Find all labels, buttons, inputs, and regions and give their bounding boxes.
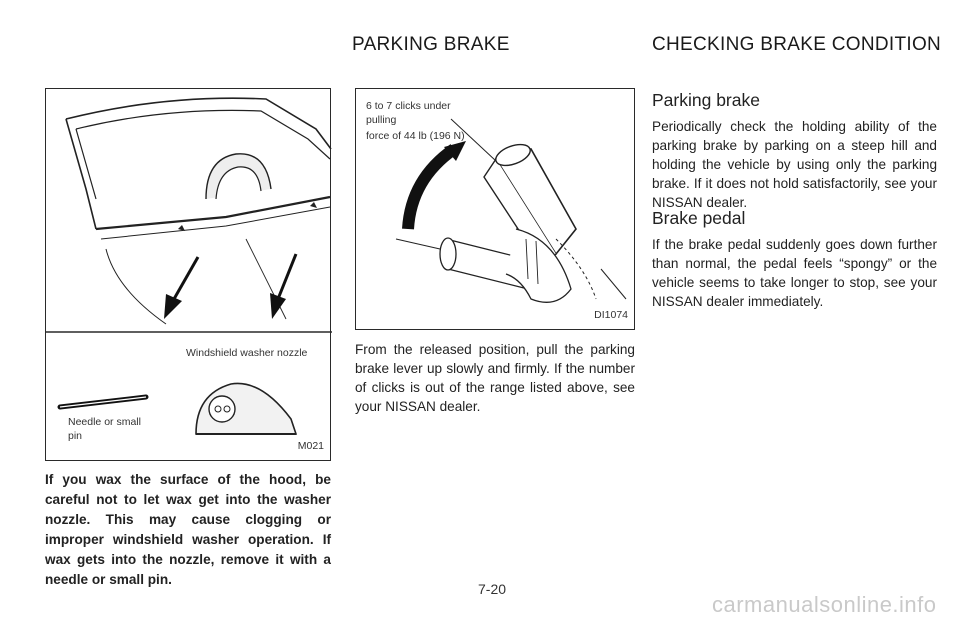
parking-brake-subheading: Parking brake (652, 90, 760, 110)
figure-code-di1074: DI1074 (594, 309, 628, 321)
parking-brake-check-text: Periodically check the holding ability o… (652, 119, 937, 210)
brake-pedal-subheading: Brake pedal (652, 208, 746, 228)
section-header-checking-brake: CHECKING BRAKE CONDITION (652, 34, 942, 55)
brake-lever-illustration (395, 118, 627, 303)
watermark-text: carmanualsonline.info (712, 592, 937, 617)
clicks-label: 6 to 7 clicks under pulling (366, 100, 451, 126)
parking-brake-instructions: From the released position, pull the par… (355, 342, 635, 414)
washer-nozzle-figure: Windshield washer nozzle Needle or small… (45, 88, 332, 461)
needle-label: Needle or small pin (68, 416, 141, 442)
parking-brake-figure: 6 to 7 clicks under pulling force of 44 … (355, 88, 635, 330)
page-number: 7-20 (478, 581, 507, 597)
washer-nozzle-label: Windshield washer nozzle (186, 347, 308, 359)
wax-caution-text: If you wax the surface of the hood, be c… (45, 472, 331, 587)
hood-illustration (46, 97, 332, 435)
section-header-parking-brake: PARKING BRAKE (352, 34, 510, 55)
figure-code-m021: M021 (297, 440, 324, 452)
brake-pedal-check-text: If the brake pedal suddenly goes down fu… (652, 237, 937, 309)
force-label: force of 44 lb (196 N) (366, 130, 465, 142)
